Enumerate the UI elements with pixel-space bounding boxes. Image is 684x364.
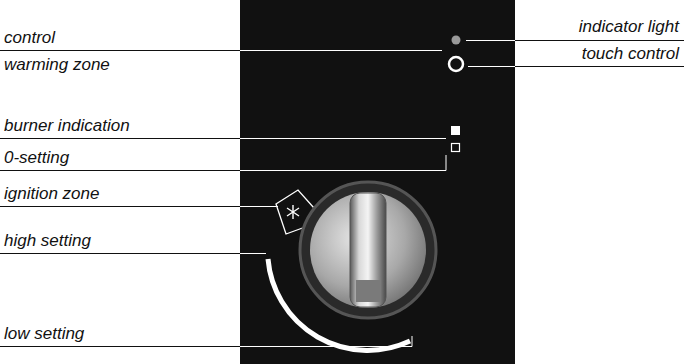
warming-zone-label: warming zone [4,55,110,75]
ignition-asterisk [287,205,299,219]
touch-control [449,57,463,71]
zero-setting-mark [452,144,460,152]
low-setting-label: low setting [4,324,84,344]
control-label: control [4,28,55,48]
ignition-zone-label: ignition zone [4,184,99,204]
knob-grip-tip [356,280,380,302]
burner-indication-mark [451,126,460,135]
burner-indication-label: burner indication [4,116,130,136]
zero-setting-label: 0-setting [4,148,69,168]
knob-grip [350,193,386,307]
high-setting-label: high setting [4,231,91,251]
control-panel [240,0,515,364]
indicator-light [452,36,461,45]
leader-lines-on-panel [240,41,515,347]
knob-rim [300,182,436,318]
leader-lines [0,41,684,347]
indicator-light-label: indicator light [579,17,679,37]
knob-body [310,192,426,308]
touch-control-label: touch control [582,44,679,64]
